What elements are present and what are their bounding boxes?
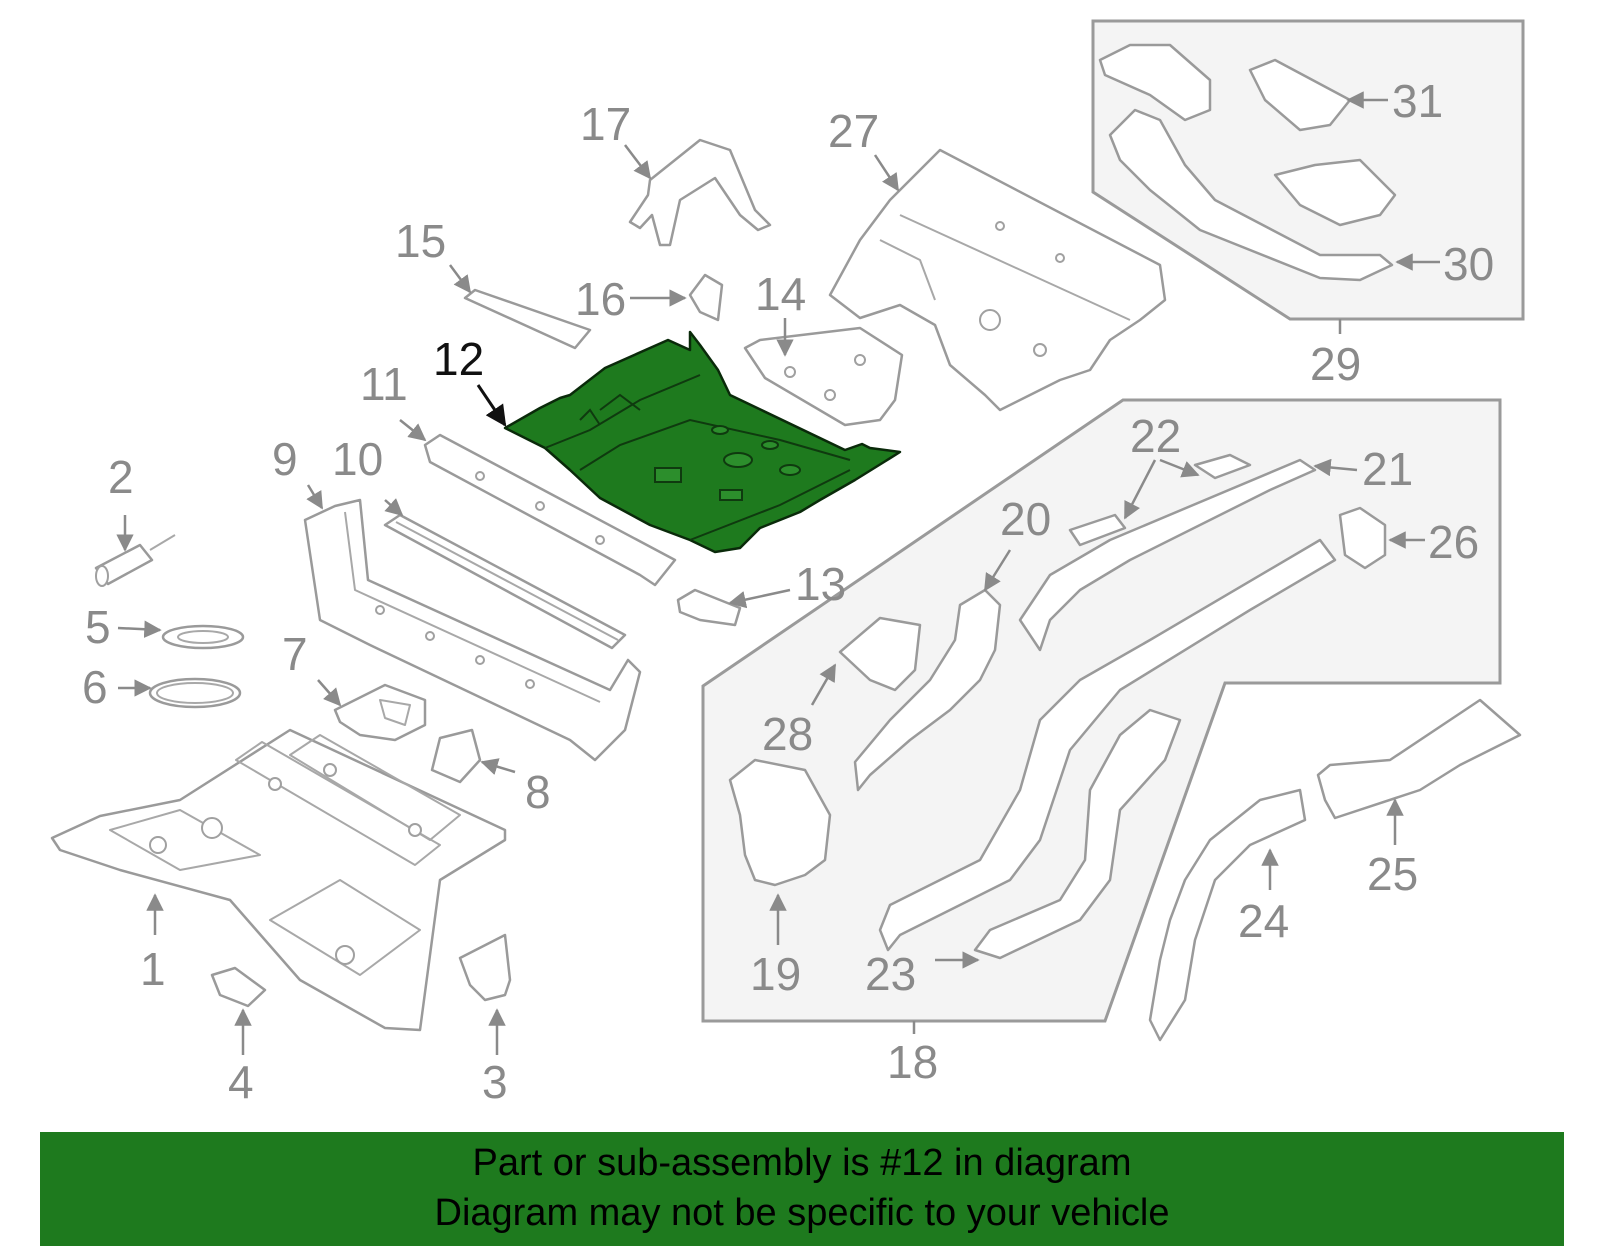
callout-1: 1	[140, 943, 166, 995]
callout-29: 29	[1310, 338, 1361, 390]
part-23-b-side-member[interactable]	[973, 708, 1182, 960]
callout-2: 2	[108, 451, 134, 503]
leader-7	[317, 679, 342, 707]
part-25-rail[interactable]	[1316, 698, 1522, 820]
part-4-bracket[interactable]	[210, 966, 267, 1008]
leader-5	[117, 620, 162, 638]
callout-20: 20	[1000, 493, 1051, 545]
callout-19: 19	[750, 948, 801, 1000]
callout-6: 6	[82, 661, 108, 713]
callout-14: 14	[755, 268, 806, 320]
callout-23: 23	[865, 948, 916, 1000]
part-27-rear-panel[interactable]	[828, 148, 1167, 412]
leader-13	[728, 588, 791, 609]
leader-8	[480, 758, 516, 775]
callout-25: 25	[1367, 848, 1418, 900]
leader-20	[983, 549, 1012, 592]
part-1-rear-floor[interactable]	[50, 728, 507, 1032]
part-29-b-reinforcement[interactable]	[1273, 158, 1397, 227]
callout-3: 3	[482, 1056, 508, 1108]
callout-17: 17	[580, 98, 631, 150]
part-24-rail[interactable]	[1148, 788, 1307, 1042]
leader-11	[399, 419, 427, 442]
callout-12: 12	[433, 333, 484, 385]
part-9-crossmember[interactable]	[303, 498, 642, 762]
part-31-plate[interactable]	[1248, 58, 1352, 132]
part-3-bracket[interactable]	[458, 933, 512, 1002]
callout-4: 4	[228, 1056, 254, 1108]
part-2-bolt[interactable]	[94, 534, 176, 587]
part-21-rail[interactable]	[1018, 458, 1317, 652]
part-14-crossmember[interactable]	[743, 326, 904, 427]
part-17-bracket[interactable]	[628, 138, 772, 247]
callout-27: 27	[828, 105, 879, 157]
callout-18: 18	[887, 1036, 938, 1088]
part-16-clip[interactable]	[688, 273, 724, 322]
callout-28: 28	[762, 708, 813, 760]
part-29-a-bracket[interactable]	[1098, 43, 1212, 122]
leader-28	[810, 663, 837, 706]
banner-line-part: Part or sub-assembly is #12 in diagram	[472, 1142, 1132, 1184]
leader-10	[384, 498, 404, 517]
part-10-panel[interactable]	[383, 513, 627, 650]
part-7-bracket[interactable]	[333, 683, 427, 742]
part-22-b-bracket[interactable]	[1193, 453, 1252, 480]
part-11-rail[interactable]	[423, 433, 677, 587]
part-15-strip[interactable]	[463, 288, 592, 350]
callout-11: 11	[360, 358, 408, 410]
parts-diagram: 1 2 3 4 5 6 7 8 9 10 11 12 13 14 15 16 1…	[50, 19, 1525, 1108]
part-12-floor-section[interactable]	[503, 330, 902, 554]
callout-8: 8	[525, 766, 551, 818]
leader-22b	[1159, 458, 1200, 478]
leader-27	[873, 154, 900, 192]
callout-15: 15	[395, 215, 446, 267]
callout-16: 16	[575, 273, 626, 325]
callout-5: 5	[85, 601, 111, 653]
banner-line-disclaimer: Diagram may not be specific to your vehi…	[434, 1192, 1170, 1234]
part-28-bracket[interactable]	[838, 616, 922, 692]
leader-12	[476, 384, 507, 427]
part-26-mount[interactable]	[1338, 506, 1387, 570]
leader-21	[1313, 458, 1358, 477]
callout-9: 9	[272, 433, 298, 485]
part-22-bracket[interactable]	[1068, 513, 1127, 547]
leader-9	[306, 484, 324, 510]
part-8-plate[interactable]	[430, 728, 482, 784]
part-6-ring[interactable]	[148, 677, 242, 709]
part-20-rail[interactable]	[853, 588, 1002, 792]
part-30-rail[interactable]	[1108, 108, 1394, 282]
callout-31: 31	[1392, 75, 1443, 127]
leader-15	[448, 264, 472, 294]
part-13-bracket[interactable]	[676, 588, 742, 627]
part-23-side-member[interactable]	[878, 538, 1337, 952]
callout-7: 7	[282, 628, 308, 680]
part-19-bracket[interactable]	[728, 758, 832, 887]
part-info-banner: Part or sub-assembly is #12 in diagram D…	[40, 1132, 1564, 1246]
leader-22a	[1123, 459, 1157, 520]
callout-24: 24	[1238, 895, 1289, 947]
callout-30: 30	[1443, 238, 1494, 290]
callout-13: 13	[795, 558, 846, 610]
callout-10: 10	[332, 433, 383, 485]
leader-17	[624, 144, 652, 180]
callout-26: 26	[1428, 516, 1479, 568]
part-5-seal[interactable]	[161, 624, 245, 650]
callout-22: 22	[1130, 410, 1181, 462]
callout-21: 21	[1362, 443, 1413, 495]
